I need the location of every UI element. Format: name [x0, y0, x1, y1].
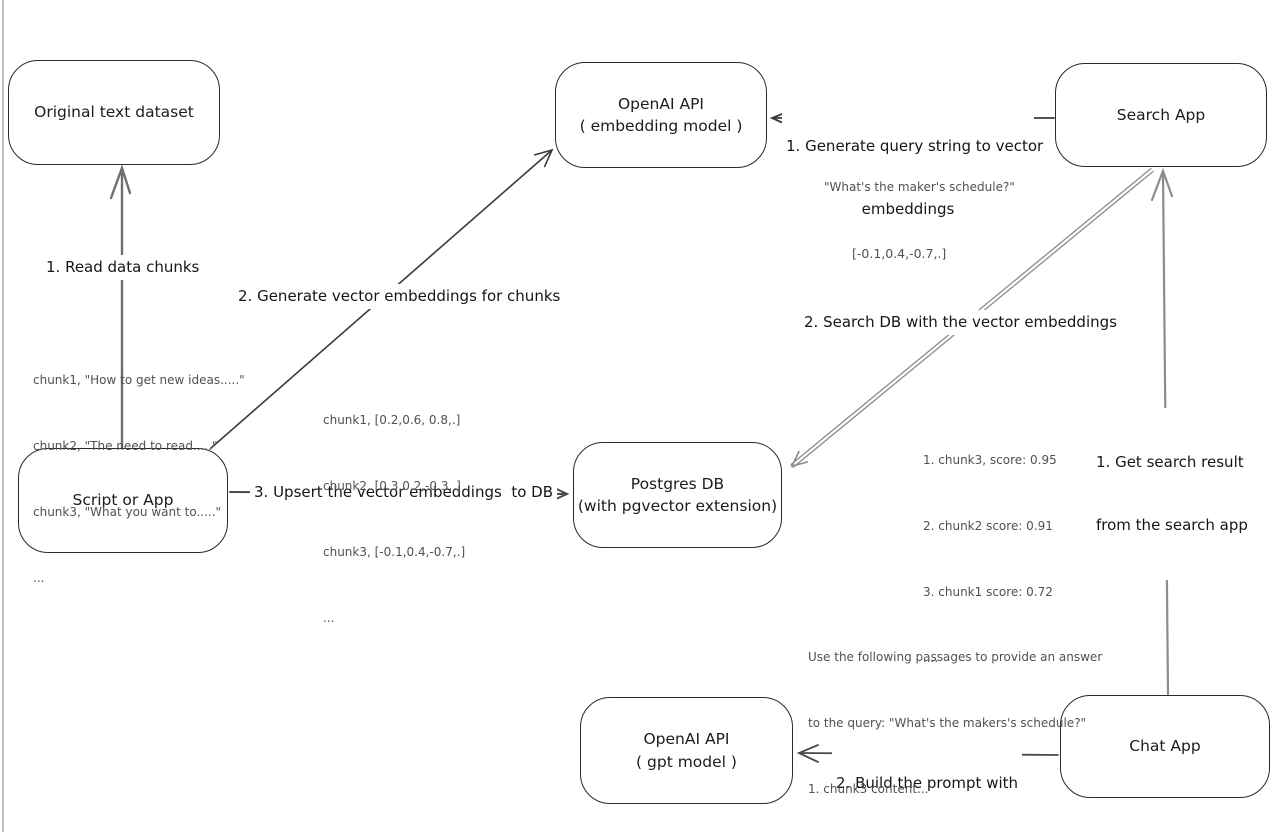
node-chat-label: Chat App	[1129, 737, 1201, 756]
node-script-or-app: Script or App	[18, 448, 228, 553]
edge-label-query-line2: embeddings	[861, 200, 955, 218]
edge-label-generate-embeddings: 2. Generate vector embeddings for chunks	[234, 284, 565, 309]
chunk-text-1: chunk1, "How to get new ideas....."	[33, 373, 245, 387]
score-chunk2: 2. chunk2 score: 0.91	[923, 519, 1053, 533]
node-original-text-dataset: Original text dataset	[8, 60, 220, 165]
node-gpt-title: OpenAI API	[643, 730, 730, 749]
prompt-line-1: Use the following passages to provide an…	[808, 650, 1103, 664]
canvas-edge-line	[2, 0, 4, 832]
edge-label-search-db: 2. Search DB with the vector embeddings	[800, 310, 1121, 335]
node-openai-gpt-api: OpenAI API ( gpt model )	[580, 697, 793, 804]
prompt-line-2: to the query: "What's the makers's sched…	[808, 716, 1087, 730]
node-gpt-subtitle: ( gpt model )	[636, 752, 737, 771]
node-original-label: Original text dataset	[34, 103, 194, 122]
chunk-vector-ellipsis: ...	[323, 611, 335, 625]
annotation-query-string: "What's the maker's schedule?"	[824, 180, 1015, 194]
node-chat-app: Chat App	[1060, 695, 1270, 798]
chunk-text-3: chunk3, "What you want to....."	[33, 505, 222, 519]
node-search-app: Search App	[1055, 63, 1267, 167]
edge-label-get-search-result: 1. Get search result from the search app	[1092, 408, 1252, 580]
edge-label-query-line1: 1. Generate query string to vector	[786, 137, 1044, 155]
annotation-query-vector: [-0.1,0.4,-0.7,.]	[852, 246, 947, 261]
annotation-chunk-vectors: chunk1, [0.2,0.6, 0.8,.] chunk2, [0.3,0.…	[323, 365, 465, 673]
score-chunk1: 3. chunk1 score: 0.72	[923, 585, 1053, 599]
annotation-search-scores: 1. chunk3, score: 0.95 2. chunk2 score: …	[923, 405, 1057, 713]
score-ellipsis: ....	[923, 651, 939, 665]
chunk-text-2: chunk2, "The need to read....."	[33, 439, 218, 453]
node-search-label: Search App	[1116, 105, 1206, 124]
edge-label-upsert-to-db: 3. Upsert the vector embeddings to DB	[250, 480, 558, 505]
node-openai-embedding-api: OpenAI API ( embedding model )	[555, 62, 767, 168]
chunk-vector-3: chunk3, [-0.1,0.4,-0.7,.]	[323, 545, 466, 559]
annotation-chunk-texts: chunk1, "How to get new ideas....." chun…	[33, 325, 245, 633]
annotation-prompt-text: Use the following passages to provide an…	[808, 602, 1102, 832]
prompt-line-3: 1. chunk3 content...	[808, 782, 929, 796]
arrow-read-data-chunks	[109, 164, 132, 451]
edge-label-build-prompt-line1: 2. Build the prompt with	[836, 774, 1019, 792]
node-script-label: Script or App	[72, 491, 174, 510]
node-postgres-subtitle: (with pgvector extension)	[577, 497, 778, 515]
chunk-text-ellipsis: ...	[33, 571, 45, 585]
edge-label-get-result-line1: 1. Get search result	[1096, 453, 1244, 471]
node-postgres-title: Postgres DB	[630, 474, 725, 493]
edge-label-build-prompt: 2. Build the prompt with search result	[832, 729, 1022, 832]
score-chunk3: 1. chunk3, score: 0.95	[923, 453, 1057, 467]
node-postgres-db: Postgres DB (with pgvector extension)	[573, 442, 782, 548]
edge-label-read-data-chunks: 1. Read data chunks	[42, 255, 204, 280]
chunk-vector-2: chunk2, [0.3,0.2,-0.3,.]	[323, 479, 461, 493]
node-embedding-title: OpenAI API	[617, 94, 705, 113]
chunk-vector-1: chunk1, [0.2,0.6, 0.8,.]	[323, 413, 461, 427]
edge-label-query-to-embedding: 1. Generate query string to vector embed…	[782, 92, 1044, 264]
node-embedding-subtitle: ( embedding model )	[579, 117, 743, 135]
edge-label-get-result-line2: from the search app	[1096, 516, 1248, 534]
